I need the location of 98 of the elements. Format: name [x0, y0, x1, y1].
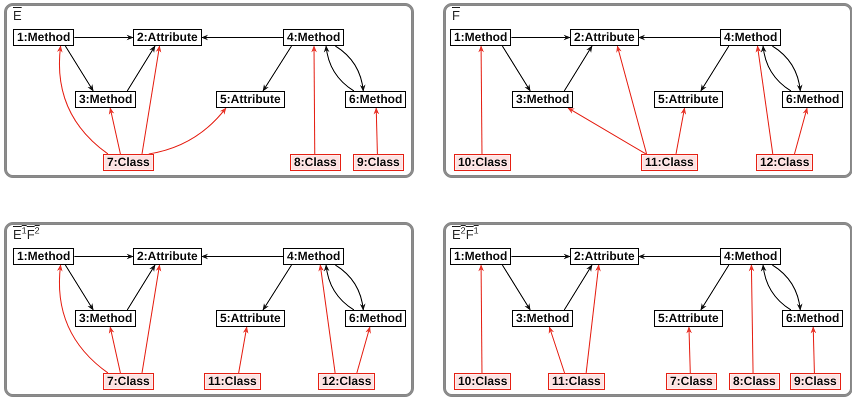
- arrow: [567, 108, 646, 154]
- arrow: [126, 45, 156, 92]
- arrow: [502, 264, 531, 311]
- arrow: [761, 45, 792, 92]
- class-node: 10:Class: [454, 154, 512, 171]
- class-node: 7:Class: [103, 154, 154, 171]
- member-node: 6:Method: [782, 91, 844, 108]
- arrow: [64, 264, 94, 311]
- member-node: 6:Method: [345, 310, 406, 327]
- member-node: 1:Method: [450, 248, 512, 265]
- class-node: 12:Class: [318, 373, 376, 390]
- arrow: [564, 264, 592, 310]
- member-node: 1:Method: [450, 29, 512, 46]
- arrow: [108, 107, 121, 154]
- arrow: [74, 254, 134, 260]
- arrow: [311, 45, 317, 154]
- member-node: 5:Attribute: [654, 310, 723, 327]
- arrow: [262, 264, 292, 311]
- member-node: 6:Method: [782, 310, 844, 327]
- panel-frame: [443, 222, 852, 397]
- member-node: 3:Method: [75, 310, 136, 327]
- member-node: 2:Attribute: [133, 29, 202, 46]
- panel-frame: [4, 222, 414, 397]
- arrow: [478, 45, 484, 154]
- arrow: [108, 326, 121, 374]
- class-node: 11:Class: [204, 373, 261, 390]
- arrow: [638, 254, 720, 260]
- class-node: 8:Class: [729, 373, 780, 390]
- member-node: 1:Method: [13, 29, 74, 46]
- panel-title: E: [13, 8, 22, 23]
- member-node: 4:Method: [283, 248, 344, 265]
- arrow: [318, 264, 336, 374]
- arrow: [335, 46, 366, 92]
- arrow: [586, 264, 601, 374]
- member-node: 2:Attribute: [570, 248, 639, 265]
- arrow: [502, 46, 531, 92]
- arrow: [374, 107, 380, 154]
- arrow: [238, 326, 248, 374]
- arrow: [761, 264, 792, 310]
- arrow: [810, 326, 816, 374]
- class-node: 7:Class: [103, 373, 154, 390]
- arrow: [64, 46, 94, 92]
- arrow: [700, 264, 730, 311]
- arrow: [616, 45, 648, 154]
- arrow: [324, 264, 354, 310]
- class-node: 9:Class: [790, 373, 841, 390]
- member-node: 3:Method: [512, 310, 574, 327]
- arrow: [748, 264, 754, 373]
- arrow: [324, 45, 354, 92]
- arrow: [772, 264, 802, 311]
- panel-title: E$^{2}$F$^{1}$: [452, 227, 479, 242]
- panel-title: E$^{1}$F$^{2}$: [13, 227, 40, 242]
- member-node: 4:Method: [720, 248, 782, 265]
- member-node: 5:Attribute: [654, 91, 723, 108]
- arrow: [686, 326, 692, 374]
- arrow: [700, 46, 730, 92]
- member-node: 2:Attribute: [570, 29, 639, 46]
- member-node: 5:Attribute: [216, 310, 285, 327]
- class-node: 11:Class: [548, 373, 605, 390]
- arrow: [478, 264, 484, 373]
- member-node: 6:Method: [345, 91, 406, 108]
- arrow: [57, 45, 108, 154]
- class-node: 8:Class: [290, 154, 341, 171]
- arrow: [675, 107, 686, 154]
- member-node: 2:Attribute: [133, 248, 202, 265]
- class-node: 9:Class: [353, 154, 404, 171]
- arrow: [126, 264, 156, 310]
- arrow: [335, 264, 366, 311]
- arrow: [638, 34, 720, 40]
- member-node: 3:Method: [512, 91, 574, 108]
- arrow: [74, 34, 134, 40]
- arrow: [564, 45, 592, 92]
- member-node: 1:Method: [13, 248, 74, 265]
- class-node: 11:Class: [641, 154, 698, 171]
- arrow: [772, 46, 802, 92]
- class-node: 12:Class: [756, 154, 814, 171]
- arrow: [511, 34, 571, 40]
- arrow: [794, 107, 808, 154]
- arrow: [200, 34, 283, 40]
- arrow: [756, 45, 774, 154]
- member-node: 3:Method: [75, 91, 136, 108]
- panel-title: F: [452, 8, 460, 23]
- arrow: [511, 254, 571, 260]
- member-node: 5:Attribute: [216, 91, 285, 108]
- arrow: [57, 264, 108, 374]
- arrow: [148, 107, 226, 155]
- class-node: 7:Class: [666, 373, 717, 390]
- arrow: [141, 45, 162, 154]
- arrow: [548, 326, 566, 374]
- member-node: 4:Method: [283, 29, 344, 46]
- arrow: [356, 326, 371, 374]
- class-node: 10:Class: [454, 373, 512, 390]
- panel-frame: [443, 3, 852, 178]
- panel-frame: [4, 3, 414, 178]
- arrow: [141, 264, 162, 374]
- arrow: [262, 46, 292, 92]
- arrow: [200, 254, 283, 260]
- member-node: 4:Method: [720, 29, 782, 46]
